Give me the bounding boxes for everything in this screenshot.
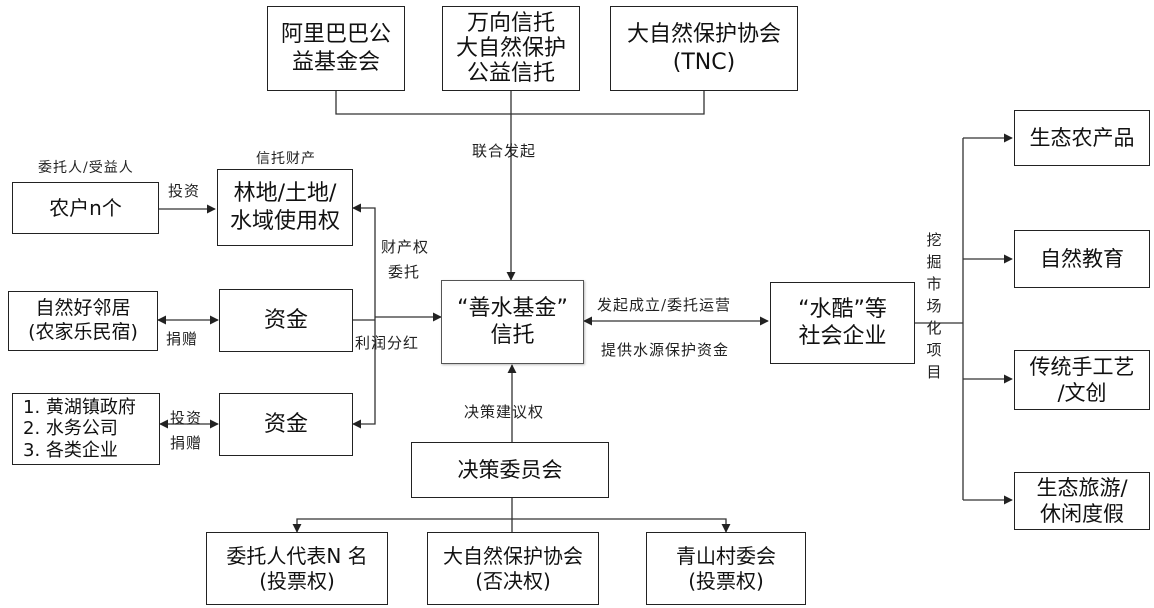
box-alibaba-line1: 阿里巴巴公 (280, 22, 391, 47)
label-market-projects: 挖 掘 市 场 化 项 目 (925, 229, 943, 383)
label-provide-funds: 提供水源保护资金 (601, 341, 730, 359)
box-farmers-label: 农户n个 (49, 195, 122, 220)
box-eco-products: 生态农产品 (1014, 110, 1150, 166)
box-nature-education-label: 自然教育 (1040, 246, 1124, 271)
box-alibaba-foundation: 阿里巴巴公 益基金会 (267, 6, 405, 91)
box-representatives-line1: 委托人代表N 名 (226, 543, 368, 568)
label-market-char: 项 (926, 341, 942, 359)
box-wanxiang-line3: 公益信托 (466, 61, 555, 87)
box-tourism-line1: 生态旅游/ (1036, 475, 1128, 500)
label-market-char: 场 (926, 297, 942, 315)
box-trust-line2: 信托 (490, 323, 535, 348)
label-profit-dividend: 利润分红 (355, 334, 420, 352)
box-gov-company-list: 1. 黄湖镇政府 2. 水务公司 3. 各类企业 (12, 393, 160, 465)
box-committee-label: 决策委员会 (457, 457, 563, 482)
box-funds-1: 资金 (219, 289, 353, 352)
box-qingshan-village: 青山村委会 (投票权) (646, 532, 806, 605)
label-donate-2: 捐赠 (170, 434, 203, 452)
label-market-char: 挖 (926, 231, 942, 249)
label-invest-2: 投资 (170, 409, 203, 427)
box-tnc-veto-line2: (否决权) (475, 568, 551, 593)
box-land-use-rights: 林地/土地/ 水域使用权 (217, 169, 353, 246)
box-tourism-line2: 休闲度假 (1040, 502, 1124, 526)
box-handicraft-line2: /文创 (1057, 381, 1107, 405)
label-market-char: 化 (926, 319, 942, 337)
label-trust-property: 信托财产 (256, 151, 316, 167)
box-farmers: 农户n个 (12, 182, 159, 234)
box-settlor-representatives: 委托人代表N 名 (投票权) (206, 532, 388, 605)
box-shuiku-line2: 社会企业 (798, 324, 887, 349)
box-wanxiang-line1: 万向信托 (466, 10, 555, 36)
gov-list-item: 2. 水务公司 (23, 418, 118, 440)
box-decision-committee: 决策委员会 (411, 442, 609, 498)
box-tnc: 大自然保护协会 (TNC) (610, 6, 798, 91)
box-funds-2-label: 资金 (263, 411, 308, 437)
box-wanxiang-trust: 万向信托 大自然保护 公益信托 (442, 6, 580, 91)
label-joint-launch: 联合发起 (472, 142, 537, 160)
arrow-committee-left (292, 518, 512, 533)
box-neighbours-line1: 自然好邻居 (35, 297, 131, 320)
label-property-right: 财产权 (381, 238, 430, 256)
box-wanxiang-line2: 大自然保护 (455, 35, 566, 61)
connector-top-merge (335, 91, 705, 115)
gov-list-item: 1. 黄湖镇政府 (23, 396, 136, 418)
label-donate-1: 捐赠 (166, 330, 199, 348)
box-qingshan-line1: 青山村委会 (676, 543, 776, 568)
label-settlor-beneficiary: 委托人/受益人 (38, 160, 134, 176)
box-tnc-veto-line1: 大自然保护协会 (443, 543, 583, 568)
box-shanshui-trust: “善水基金” 信托 (441, 280, 584, 364)
box-eco-tourism: 生态旅游/ 休闲度假 (1014, 472, 1150, 530)
box-handicraft-line1: 传统手工艺 (1029, 354, 1135, 379)
box-eco-products-label: 生态农产品 (1029, 125, 1135, 150)
box-neighbours-line2: (农家乐民宿) (28, 321, 138, 343)
label-market-char: 掘 (926, 253, 942, 271)
gov-list-item: 3. 各类企业 (23, 439, 118, 461)
box-tnc-line2: (TNC) (672, 49, 736, 75)
box-land-line2: 水域使用权 (229, 208, 340, 234)
box-land-line1: 林地/土地/ (233, 181, 337, 206)
label-decision-advice: 决策建议权 (464, 403, 545, 421)
label-market-char: 目 (926, 363, 942, 381)
box-qingshan-line2: (投票权) (688, 568, 764, 593)
box-tnc-veto: 大自然保护协会 (否决权) (427, 532, 599, 605)
label-entrust: 委托 (388, 263, 421, 281)
box-representatives-line2: (投票权) (259, 568, 335, 593)
label-invest-1: 投资 (168, 182, 201, 200)
box-funds-1-label: 资金 (263, 307, 308, 333)
box-nature-neighbours: 自然好邻居 (农家乐民宿) (8, 291, 158, 351)
arrow-committee-right (512, 518, 731, 533)
box-handicraft: 传统手工艺 /文创 (1014, 350, 1150, 410)
box-shuiku-enterprise: “水酷”等 社会企业 (770, 282, 915, 364)
box-tnc-line1: 大自然保护协会 (626, 22, 781, 47)
connector-asset-bracket (352, 203, 376, 429)
label-establish-operate: 发起成立/委托运营 (597, 296, 732, 314)
box-funds-2: 资金 (219, 393, 353, 456)
box-nature-education: 自然教育 (1014, 230, 1150, 288)
label-market-char: 市 (926, 275, 942, 293)
box-alibaba-line2: 益基金会 (291, 49, 380, 75)
box-shuiku-line1: “水酷”等 (798, 296, 887, 322)
box-trust-line1: “善水基金” (457, 295, 568, 321)
